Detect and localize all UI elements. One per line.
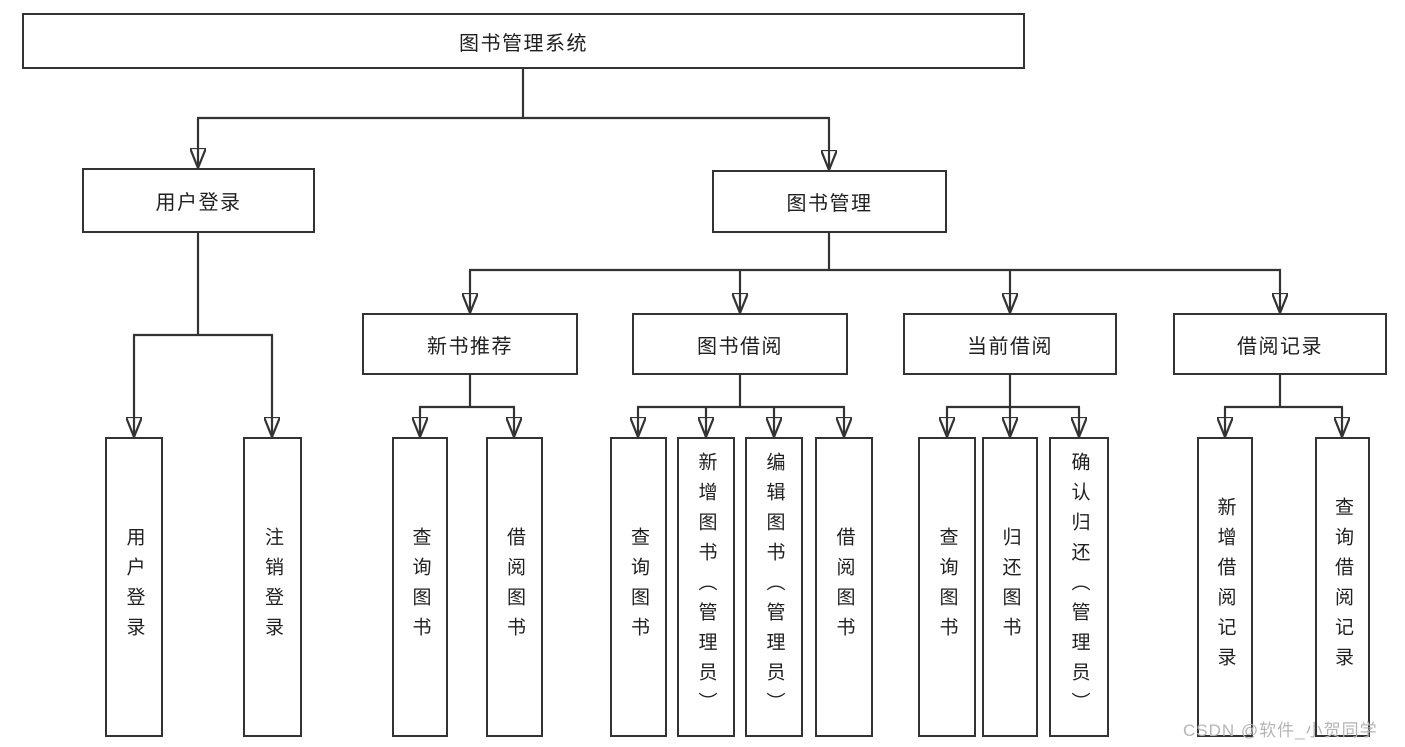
leaf-record-add-borrow-record: 新增借阅记录: [1197, 437, 1253, 737]
leaf-current-confirm-return-admin: 确认归还（管理员）: [1049, 437, 1109, 737]
leaf-bookborrow-edit-books-admin: 编辑图书（管理员）: [745, 437, 803, 737]
leaf-bookborrow-borrow-books: 借阅图书: [815, 437, 873, 737]
csdn-watermark: CSDN @软件_小贺同学: [1183, 721, 1378, 740]
leaf-logout: 注销登录: [243, 437, 302, 737]
leaf-newbook-borrow-books: 借阅图书: [486, 437, 543, 737]
leaf-current-return-books: 归还图书: [982, 437, 1038, 737]
node-book-borrow: 图书借阅: [632, 313, 848, 375]
leaf-newbook-query-books: 查询图书: [392, 437, 448, 737]
leaf-user-login: 用户登录: [105, 437, 163, 737]
leaf-bookborrow-query-books: 查询图书: [610, 437, 667, 737]
leaf-record-query-borrow-record: 查询借阅记录: [1315, 437, 1370, 737]
node-user-login: 用户登录: [82, 168, 315, 233]
node-new-book-recommend: 新书推荐: [362, 313, 578, 375]
node-library-management-system: 图书管理系统: [22, 13, 1025, 69]
node-current-borrow: 当前借阅: [903, 313, 1117, 375]
leaf-current-query-books: 查询图书: [918, 437, 976, 737]
node-borrow-record: 借阅记录: [1173, 313, 1387, 375]
node-book-management: 图书管理: [712, 170, 947, 233]
leaf-bookborrow-add-books-admin: 新增图书（管理员）: [677, 437, 735, 737]
